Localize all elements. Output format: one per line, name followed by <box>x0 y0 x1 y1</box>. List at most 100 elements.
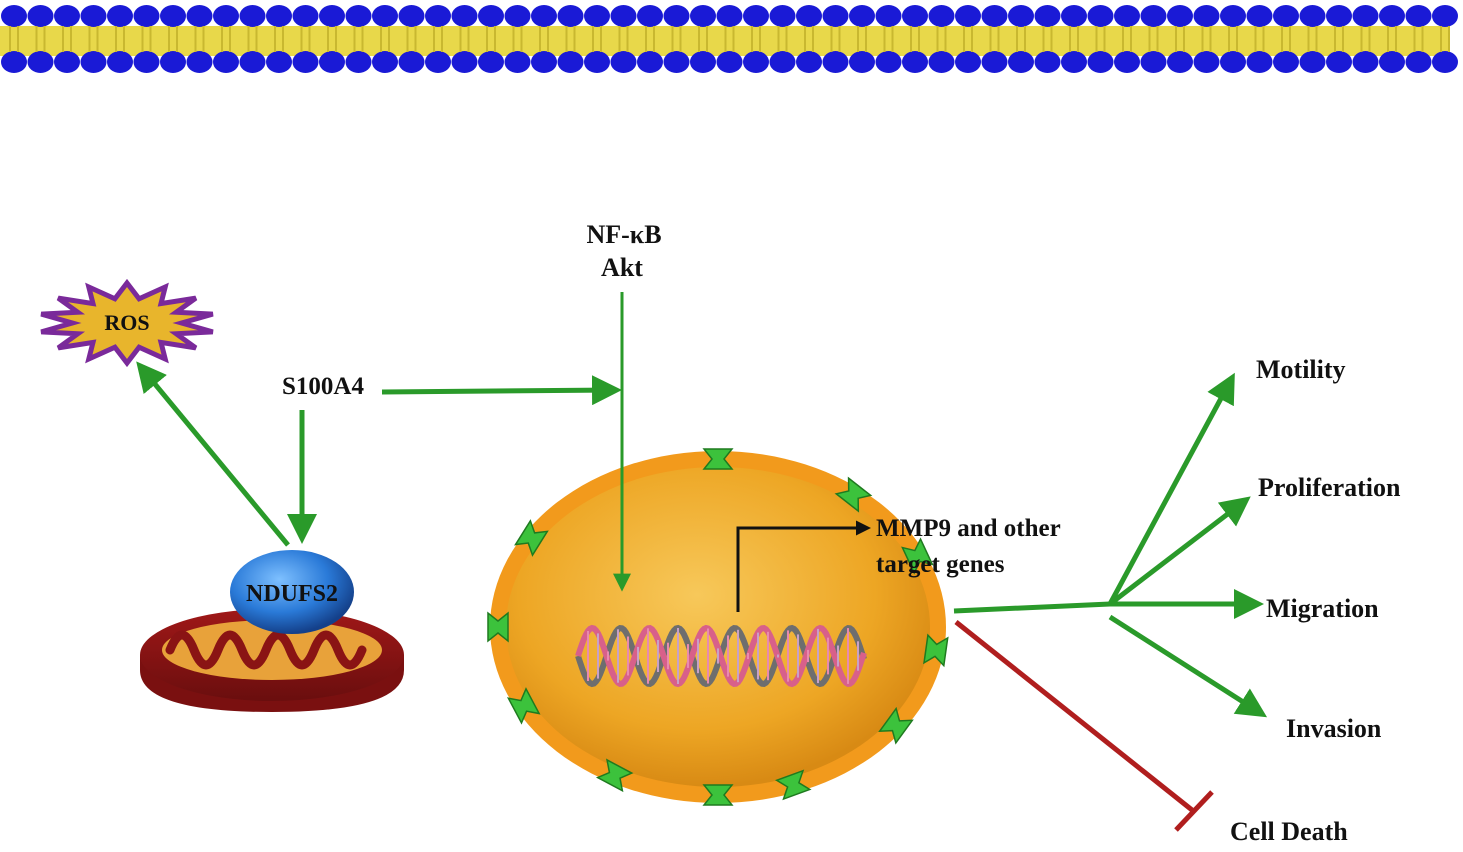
membrane-head-outer <box>610 5 637 27</box>
membrane-head-outer <box>54 5 80 27</box>
membrane-head-outer <box>1140 5 1167 27</box>
membrane-head-inner <box>1405 51 1432 73</box>
membrane-lipid-tail <box>830 26 841 52</box>
dna-base-pairs <box>587 628 859 684</box>
membrane-head-outer <box>186 5 213 27</box>
motility-label: Motility <box>1256 355 1346 384</box>
membrane-lipid-tail <box>989 26 1000 52</box>
membrane-head-inner <box>1432 51 1458 73</box>
membrane-lipid-tail <box>1175 26 1185 52</box>
membrane-head-outer <box>875 5 902 27</box>
membrane-head-inner <box>319 51 345 73</box>
membrane-head-outer <box>133 5 160 27</box>
membrane-lipid-tail <box>618 26 629 52</box>
membrane-lipid-tail <box>62 26 72 52</box>
membrane-head-inner <box>822 51 849 73</box>
membrane-lipid-tail <box>539 26 549 52</box>
membrane-lipid-tail <box>406 26 417 52</box>
membrane-head-outer <box>1087 5 1114 27</box>
membrane-head-outer <box>637 5 663 27</box>
membrane-head-inner <box>531 51 557 73</box>
akt-label: Akt <box>601 253 643 282</box>
nuclear-pore <box>901 537 934 575</box>
membrane-lipid-tail <box>698 26 708 52</box>
membrane-lipid-tail <box>1228 26 1238 52</box>
membrane-head-inner <box>690 51 716 73</box>
membrane-head-inner <box>928 51 955 73</box>
inhibition-bar <box>1174 790 1214 832</box>
membrane-head-inner <box>902 51 928 73</box>
inhibition-arrow <box>954 620 1214 832</box>
membrane-head-inner <box>637 51 663 73</box>
membrane-head-outer <box>372 5 398 27</box>
nuclear-pore <box>514 519 549 557</box>
membrane-head-outer <box>1326 5 1352 27</box>
membrane-head-outer <box>690 5 716 27</box>
membrane-head-outer <box>478 5 504 27</box>
membrane-head-outer <box>796 5 822 27</box>
membrane-lipid-tail <box>512 26 523 52</box>
membrane-head-outer <box>213 5 239 27</box>
nuclear-pore <box>878 706 914 745</box>
ndufs2-protein: NDUFS2 <box>230 550 354 634</box>
nuclear-pore <box>834 476 873 513</box>
membrane-head-inner <box>1273 51 1299 73</box>
nuclear-pore <box>595 758 634 793</box>
membrane-head-outer <box>1220 5 1246 27</box>
membrane-head-outer <box>1432 5 1458 27</box>
membrane-head-inner <box>1 51 27 73</box>
membrane-lipid-tail <box>777 26 788 52</box>
membrane-head-outer <box>239 5 266 27</box>
membrane-lipid-tail <box>671 26 682 52</box>
membrane-head-outer <box>80 5 107 27</box>
membrane-head-inner <box>186 51 213 73</box>
nuclear-pores <box>487 448 949 806</box>
membrane-lipid-tail <box>433 26 443 52</box>
membrane-lipid-tail <box>645 26 655 52</box>
membrane-head-inner <box>716 51 743 73</box>
membrane-lipid-tail <box>1387 26 1397 52</box>
nucleus-output-trunk <box>953 601 1111 614</box>
transcription-arrow <box>736 520 871 612</box>
membrane-head-inner <box>584 51 610 73</box>
to-invasion-arrow <box>1108 614 1268 718</box>
membrane-head-inner <box>133 51 160 73</box>
ndufs2-label: NDUFS2 <box>246 581 338 607</box>
membrane-lipid-tail <box>300 26 311 52</box>
ndufs2-blob <box>230 550 354 634</box>
membrane-head-inner <box>398 51 425 73</box>
membrane-head-outer <box>1167 5 1193 27</box>
membrane-lipid-tail <box>751 26 761 52</box>
membrane-head-outer <box>1008 5 1034 27</box>
membrane-head-outer <box>981 5 1008 27</box>
membrane-head-inner <box>27 51 54 73</box>
mmp9-label-line1: MMP9 and other <box>876 515 1061 542</box>
nuclear-pore <box>702 448 734 470</box>
membrane-head-inner <box>266 51 292 73</box>
membrane-lipid-tail <box>724 26 735 52</box>
mitochondrion <box>140 609 404 712</box>
nuclear-pore <box>774 769 812 801</box>
membrane-head-inner <box>1220 51 1246 73</box>
mitochondrion-cristae <box>165 630 367 670</box>
dna-helix <box>575 624 867 688</box>
membrane-lipid-tail <box>1201 26 1212 52</box>
membrane-head-outer <box>716 5 743 27</box>
membrane-lipid-tail <box>168 26 178 52</box>
membrane-lipid-tail <box>804 26 814 52</box>
membrane-lipid-tail <box>1254 26 1265 52</box>
membrane-lipid-tail <box>565 26 576 52</box>
s100a4-label: S100A4 <box>282 373 364 400</box>
migration-label: Migration <box>1266 594 1379 623</box>
membrane-head-inner <box>849 51 875 73</box>
to-proliferation-arrow <box>1108 496 1251 606</box>
membrane-head-inner <box>160 51 186 73</box>
membrane-head-outer <box>531 5 557 27</box>
membrane-head-inner <box>80 51 107 73</box>
ndufs2-to-ros-arrow <box>136 361 290 547</box>
dna-strand-b <box>575 624 867 688</box>
membrane-lipid-tail <box>1440 26 1450 52</box>
activation-arrows <box>136 292 1268 718</box>
membrane-head-inner <box>1114 51 1140 73</box>
membrane-head-outer <box>928 5 955 27</box>
